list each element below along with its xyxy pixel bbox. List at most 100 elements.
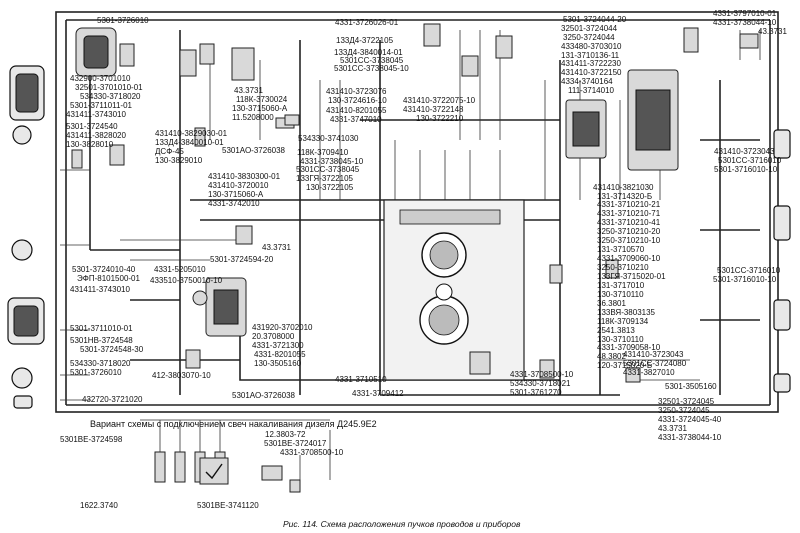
part-label: 5301-3716010-10: [714, 165, 778, 174]
part-label: 534330-3718020: [80, 92, 141, 101]
part-label: 431410-3722148: [403, 105, 464, 114]
alternator-icon: [75, 27, 117, 77]
part-label: 5301НВ-3724548: [70, 336, 133, 345]
part-label: 5301ВЕ-3741120: [197, 501, 259, 510]
part-label: 48.3802: [597, 352, 626, 361]
part-label: 130-3715060-А: [232, 104, 288, 113]
devices: [7, 23, 791, 493]
relay-icon: [185, 349, 201, 369]
part-label: 12.3803-72: [265, 430, 306, 439]
part-label: 131-3710136-11: [561, 51, 620, 60]
part-label: 433510-3750010-10: [150, 276, 223, 285]
part-label: 133Д4-3840010-01: [155, 138, 224, 147]
part-label: 130-3828010: [66, 140, 114, 149]
part-label: 4331-3709060-10: [597, 254, 661, 263]
part-label: 5301СС-3738045: [340, 56, 404, 65]
part-label: 131-3710570: [597, 245, 645, 254]
part-label: 5301ВЕ-3724598: [60, 435, 123, 444]
relay-icon: [179, 49, 197, 77]
part-label: 1622.3740: [80, 501, 118, 510]
part-label: 131-3717010: [597, 281, 645, 290]
part-label: 5301-3724044-20: [563, 15, 627, 24]
part-label: 133ВЯ-3803135: [597, 308, 656, 317]
part-label: 3250-3710210: [597, 263, 649, 272]
part-label: 5301СС-3738045-10: [334, 64, 409, 73]
part-label: 5301ВЕ-3724017: [264, 439, 327, 448]
sensor-icon: [194, 127, 206, 147]
part-label: 43.3731: [234, 86, 263, 95]
starter-icon: [192, 277, 247, 337]
lamp-icon: [11, 239, 33, 261]
part-label: 433480-3703010: [561, 42, 622, 51]
part-label: 3250-3724044: [563, 33, 615, 42]
part-label: ЭФП-8101500-01: [77, 274, 141, 283]
sensor-icon: [549, 264, 563, 284]
part-label: 431410-3722150: [561, 68, 622, 77]
part-label: 431411-3743010: [66, 110, 126, 119]
part-label: 4331-3797010-01: [713, 9, 777, 18]
variant-title: Вариант схемы с подключением свеч накали…: [90, 419, 377, 429]
part-label: 11.5208000: [232, 113, 274, 122]
sensor-icon: [119, 43, 135, 67]
part-label: 4331-3710510: [335, 375, 387, 384]
switch-icon: [284, 114, 300, 126]
figure-caption: Рис. 114. Схема расположения пучков пров…: [283, 519, 521, 529]
part-label: 5301-3761270: [510, 388, 562, 397]
part-label: 43.3731: [758, 27, 787, 36]
lamp-icon: [11, 367, 33, 389]
part-label: 130-3505160: [254, 359, 302, 368]
part-label: 4331-3724045-40: [658, 415, 722, 424]
part-label: 534330-3741030: [298, 134, 359, 143]
part-label: 4331-3710210-21: [597, 200, 661, 209]
part-label: 130-3710110: [597, 335, 644, 344]
relay-icon: [199, 43, 215, 65]
gauge-icon: [419, 295, 469, 345]
part-label: 32501-3724045: [658, 397, 715, 406]
part-label: 5301-3724548-30: [80, 345, 144, 354]
sensor-icon: [71, 149, 83, 169]
lamp-icon: [773, 299, 791, 331]
part-label: 5301-3724540: [66, 122, 118, 131]
part-label: 118К-3709410: [297, 148, 349, 157]
part-label: 4331-3710210-71: [597, 209, 661, 218]
lamp-icon: [773, 205, 791, 241]
instrument-panel: [383, 199, 525, 381]
part-label: 3250-3710210-20: [597, 227, 661, 236]
lamp-icon: [773, 373, 791, 393]
part-label: 5301СС-3716010: [717, 266, 781, 275]
part-label: 133ГЯ-3715020-01: [597, 272, 666, 281]
relay-icon: [495, 35, 513, 59]
part-label: 5301-3716010-10: [713, 275, 777, 284]
part-label: 5301-3711010-01: [70, 324, 133, 333]
relay-icon: [423, 23, 441, 47]
part-label: 4331-3709058-10: [597, 343, 661, 352]
part-label: 133Д4-3840014-01: [334, 48, 403, 57]
part-label: 5301АО-3726038: [222, 146, 286, 155]
headlight-icon: [7, 297, 45, 345]
glow-plug-relay-icon: [199, 457, 229, 485]
headlight-icon: [9, 65, 45, 121]
part-label: 4331-3721300: [252, 341, 304, 350]
part-label: 5301СС-3738045: [296, 165, 360, 174]
switch-icon: [739, 33, 759, 49]
part-label: 432900-3701010: [70, 74, 131, 83]
part-label: 4331-8201055: [254, 350, 306, 359]
part-label: 130-3710110: [597, 290, 644, 299]
part-label: 43.3731: [658, 424, 687, 433]
part-label: 431410-3821030: [593, 183, 654, 192]
relay-icon: [461, 55, 479, 77]
part-label: 534330-3718020: [70, 359, 131, 368]
part-label: ДСФ-45: [155, 147, 184, 156]
part-label: 43.3731: [262, 243, 291, 252]
lamp-icon: [13, 395, 33, 409]
part-label: 4331-3742010: [208, 199, 260, 208]
relay-icon: [469, 351, 491, 375]
part-label: 5301АО-3726038: [232, 391, 296, 400]
part-label: 4331-3827010: [623, 368, 675, 377]
part-label: 36.3801: [597, 299, 626, 308]
part-label: 4331-5205010: [154, 265, 206, 274]
switch-icon: [683, 27, 699, 53]
gauge-icon: [421, 232, 467, 278]
relay-icon: [235, 225, 253, 245]
